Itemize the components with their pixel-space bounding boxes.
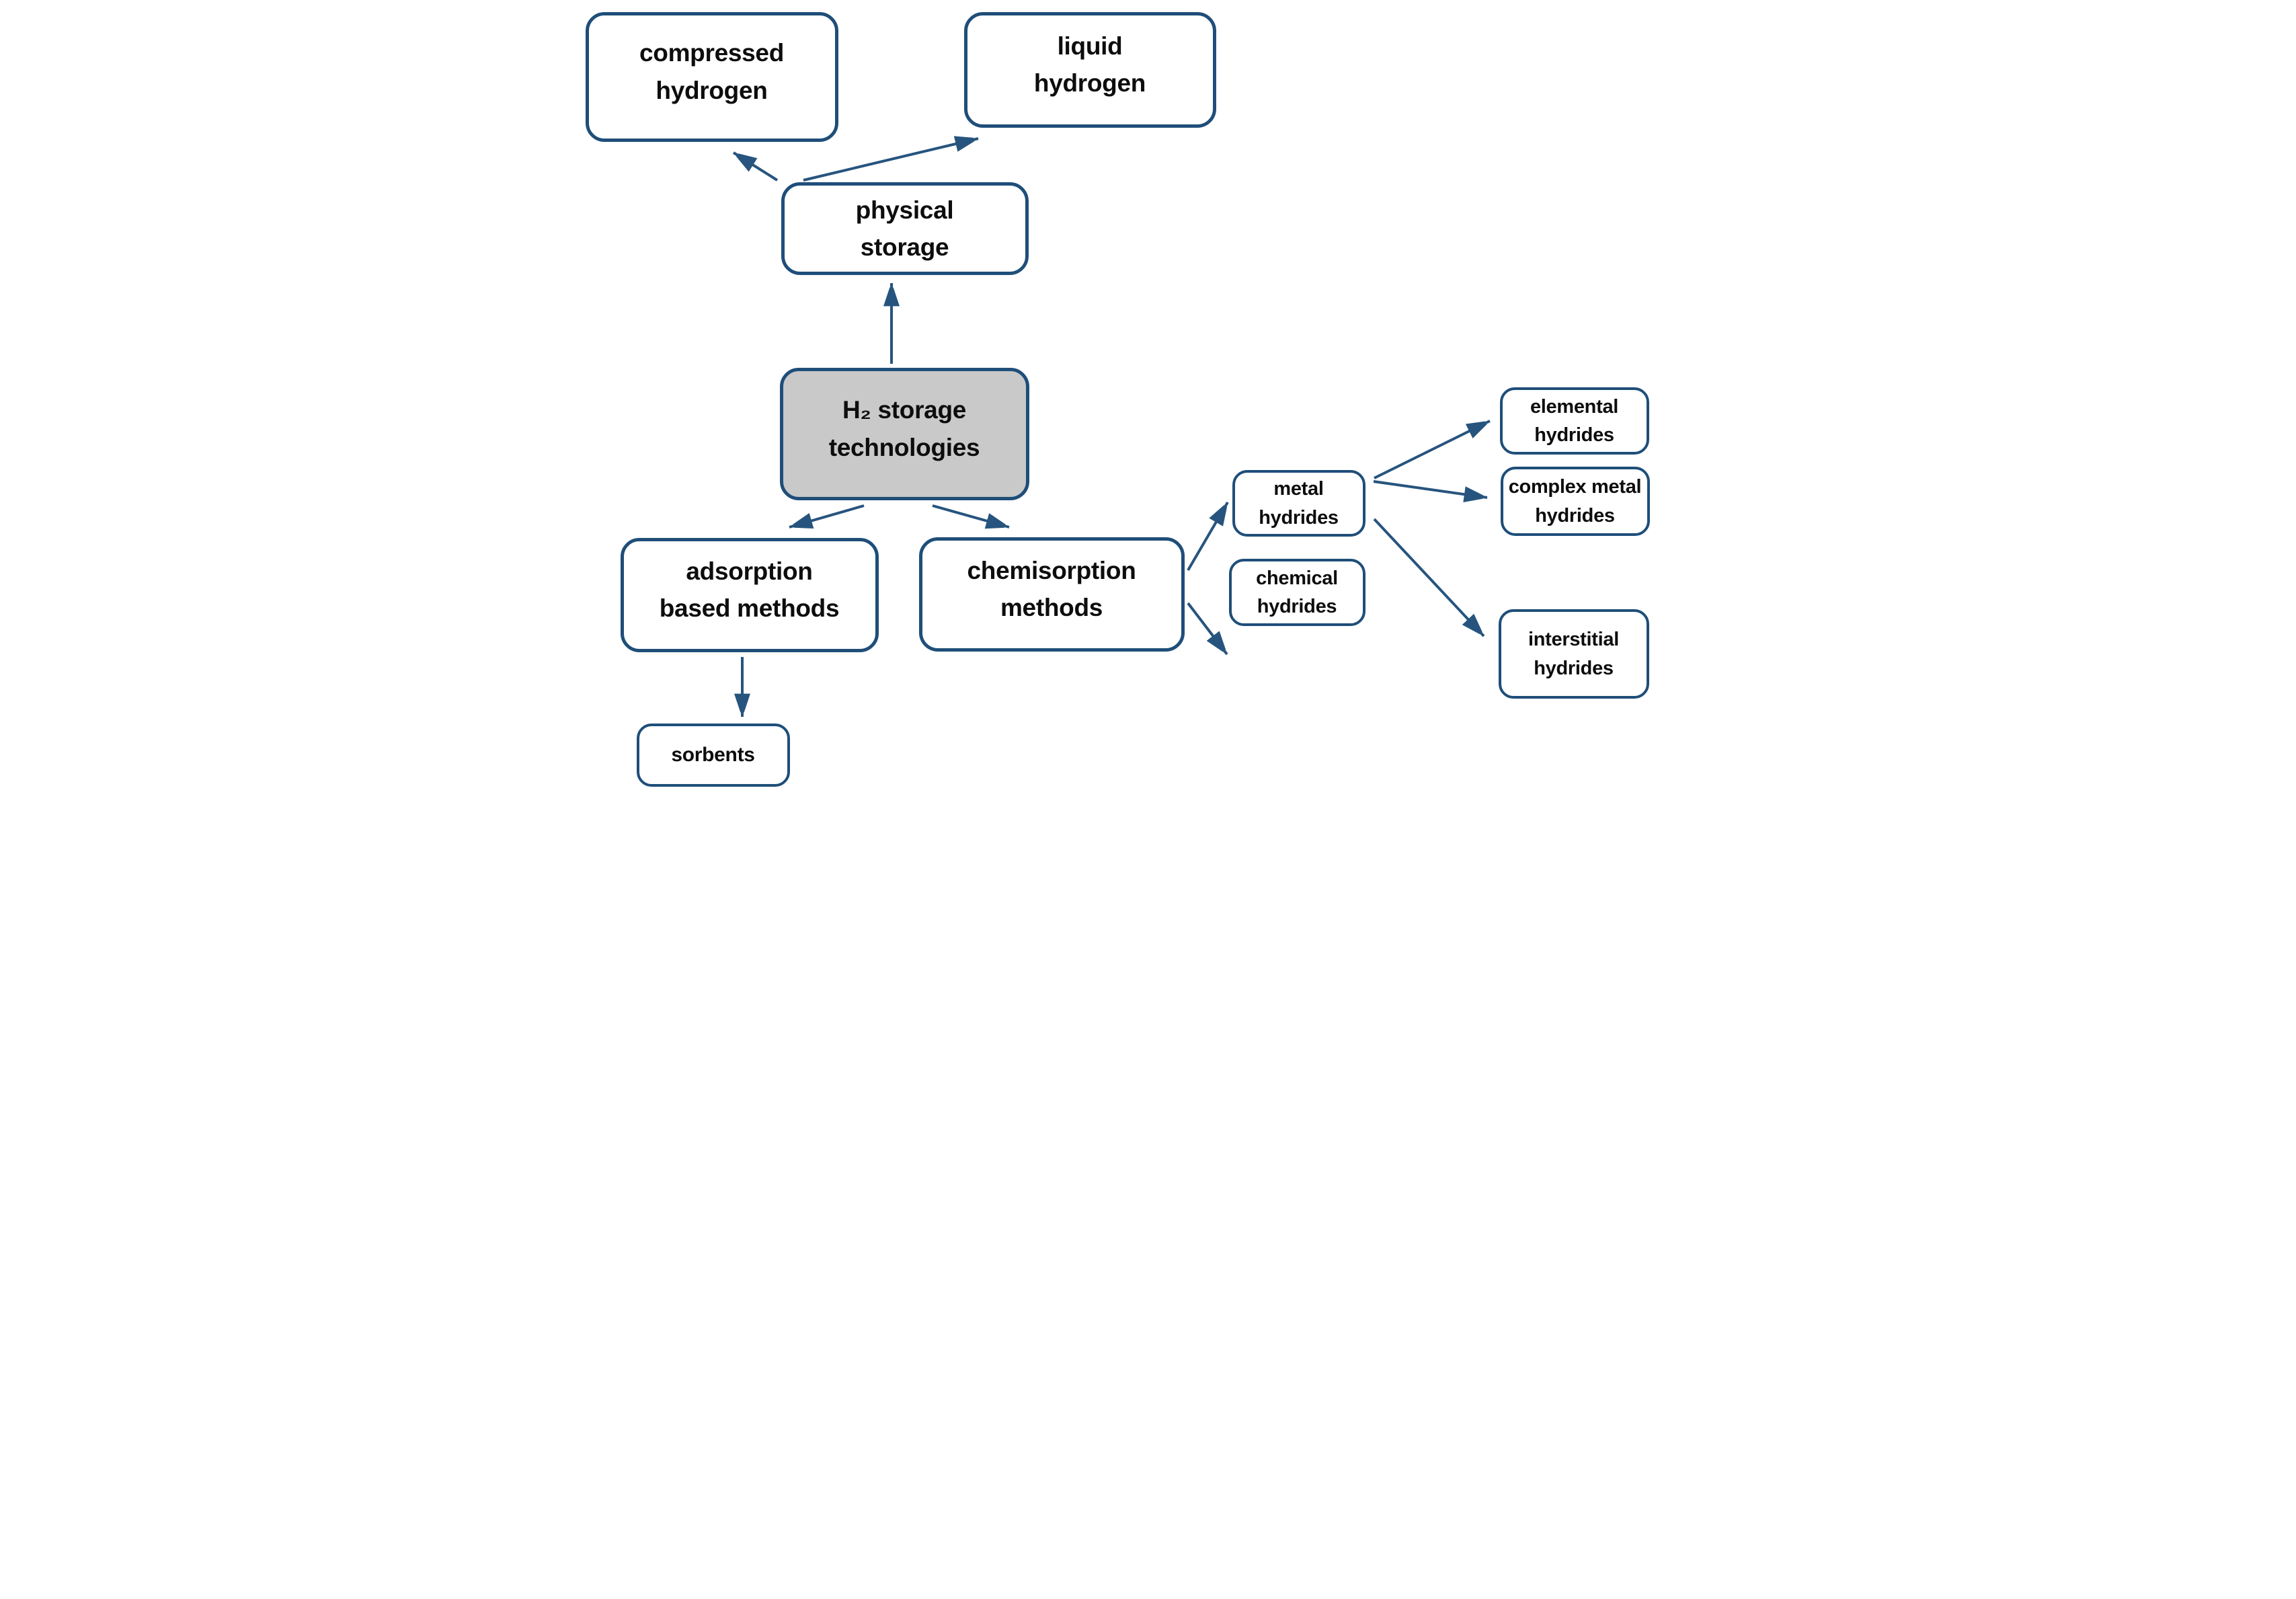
node-h2-storage-technologies: H₂ storage technologies — [779, 368, 1029, 500]
edge-metal-hydrides-to-interstitial-hydrides — [1373, 518, 1485, 637]
edge-metal-hydrides-to-complex-metal-hydrides — [1373, 480, 1487, 498]
edge-physical-storage-to-compressed-hydrogen — [732, 151, 778, 182]
node-elemental-hydrides: elemental hydrides — [1499, 387, 1649, 455]
node-metal-hydrides: metal hydrides — [1232, 470, 1365, 537]
edge-h2-storage-to-chemisorption-methods — [931, 504, 1010, 527]
edge-chemisorption-to-chemical-hydrides — [1186, 602, 1228, 654]
node-sorbents: sorbents — [636, 724, 790, 787]
edge-physical-storage-to-liquid-hydrogen — [803, 139, 978, 182]
edge-metal-hydrides-to-elemental-hydrides — [1373, 420, 1491, 479]
edge-chemisorption-to-metal-hydrides — [1186, 501, 1229, 572]
node-adsorption-based-methods: adsorption based methods — [620, 538, 879, 652]
edge-h2-storage-to-adsorption-methods — [788, 504, 865, 527]
node-interstitial-hydrides: interstitial hydrides — [1498, 609, 1649, 699]
node-chemical-hydrides: chemical hydrides — [1228, 559, 1365, 626]
node-liquid-hydrogen: liquid hydrogen — [963, 12, 1216, 128]
node-complex-metal-hydrides: complex metal hydrides — [1500, 467, 1650, 536]
node-chemisorption-methods: chemisorption methods — [918, 537, 1185, 652]
node-compressed-hydrogen: compressed hydrogen — [585, 12, 838, 142]
node-physical-storage: physical storage — [781, 182, 1029, 275]
h2-storage-technologies-diagram: compressed hydrogen liquid hydrogen phys… — [573, 0, 1723, 800]
